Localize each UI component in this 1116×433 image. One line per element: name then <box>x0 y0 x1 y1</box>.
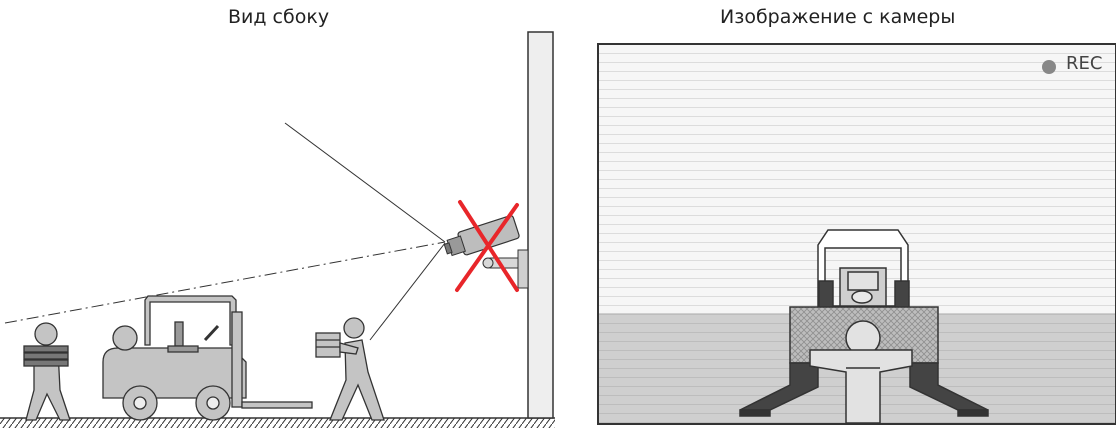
camera-mount-joint <box>483 258 493 268</box>
side-view-panel <box>0 32 555 428</box>
rec-label: REC <box>1066 53 1102 74</box>
camera-view-panel <box>598 44 1116 424</box>
ground-hatching <box>0 418 555 428</box>
camera-mount-plate <box>518 250 528 288</box>
wall <box>528 32 553 418</box>
camera-view-upper-line <box>285 123 445 242</box>
camera-view-axis-line <box>5 242 445 323</box>
camera-view-lower-line <box>370 243 445 340</box>
rec-indicator-icon <box>1042 60 1056 74</box>
worker-with-box-right <box>316 318 384 420</box>
forklift-icon <box>103 296 312 420</box>
worker-with-box-left <box>24 323 70 420</box>
